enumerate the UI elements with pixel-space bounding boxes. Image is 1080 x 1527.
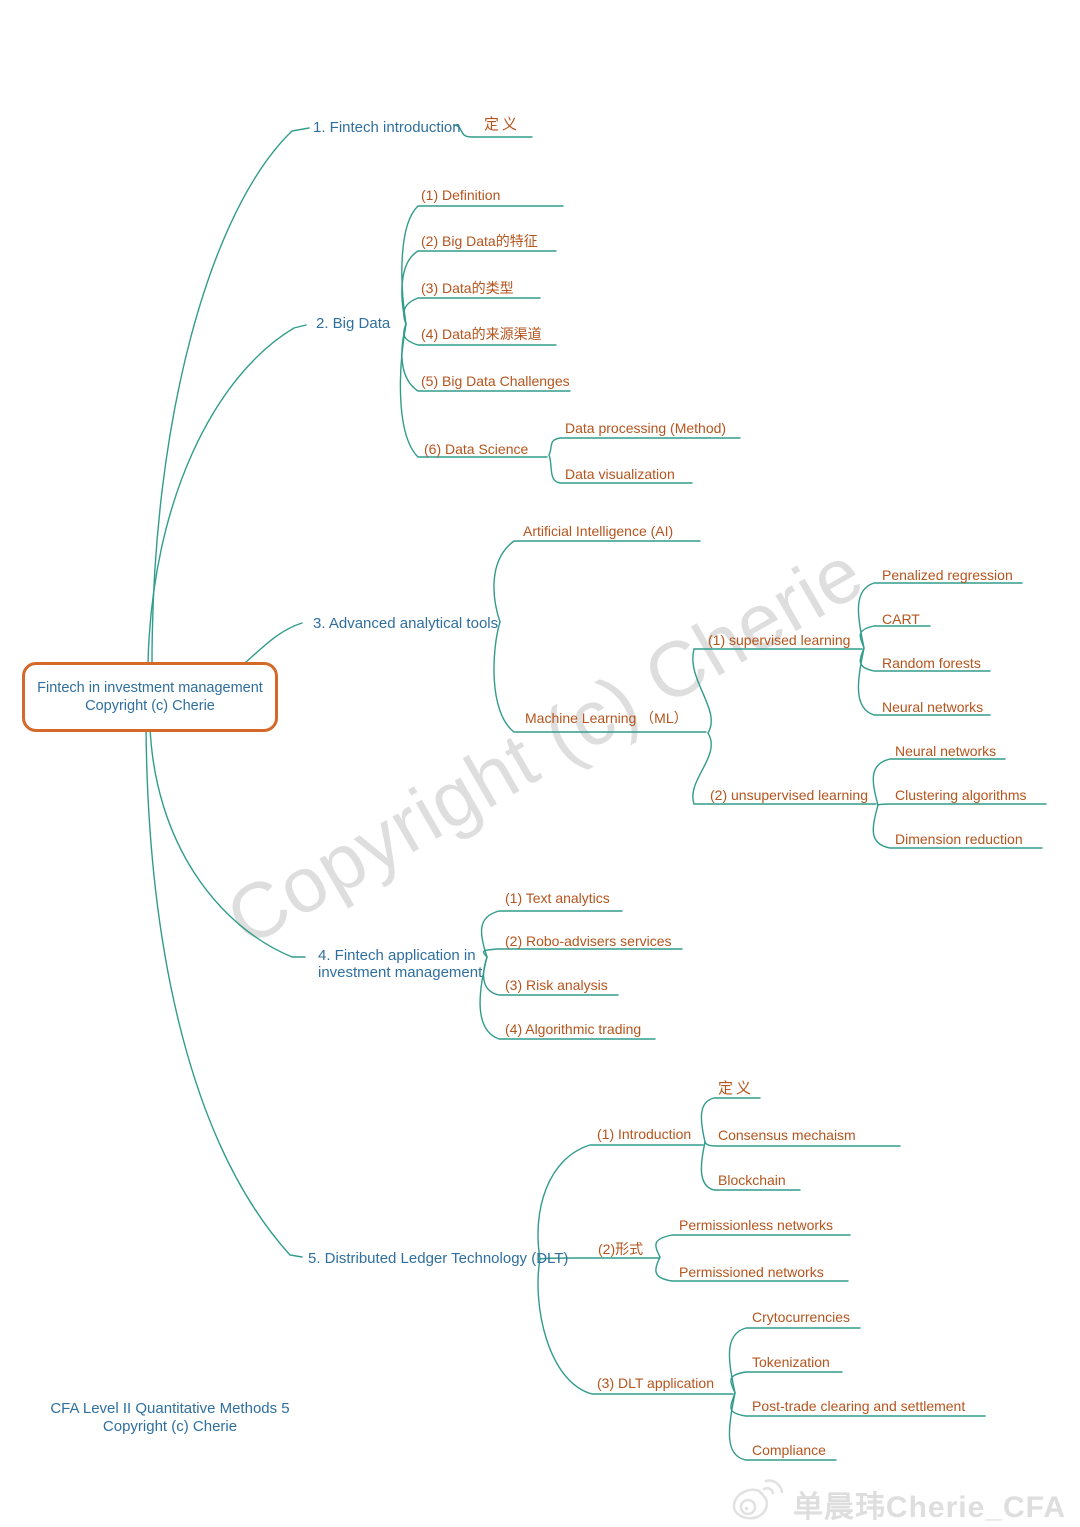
node-compliance[interactable]: Compliance bbox=[752, 1442, 826, 1458]
node-risk-analysis[interactable]: (3) Risk analysis bbox=[505, 977, 608, 993]
footer-line2: Copyright (c) Cherie bbox=[102, 1418, 238, 1435]
node-post-trade-clearing[interactable]: Post-trade clearing and settlement bbox=[752, 1398, 966, 1414]
node-data-science[interactable]: (6) Data Science bbox=[424, 441, 529, 457]
node-blockchain[interactable]: Blockchain bbox=[718, 1172, 786, 1188]
node-neural-networks-supervised[interactable]: Neural networks bbox=[882, 699, 984, 715]
node-data-types[interactable]: (3) Data的类型 bbox=[421, 280, 514, 296]
node-fintech-definition-cn[interactable]: 定义 bbox=[484, 116, 521, 133]
node-machine-learning[interactable]: Machine Learning （ML） bbox=[525, 710, 688, 726]
node-penalized-regression[interactable]: Penalized regression bbox=[882, 567, 1013, 583]
node-dlt[interactable]: 5. Distributed Ledger Technology (DLT) bbox=[308, 1250, 569, 1267]
node-big-data-challenges[interactable]: (5) Big Data Challenges bbox=[421, 373, 570, 389]
footer-line1: CFA Level II Quantitative Methods 5 bbox=[50, 1400, 290, 1417]
node-neural-networks-unsupervised[interactable]: Neural networks bbox=[895, 743, 997, 759]
node-robo-advisers[interactable]: (2) Robo-advisers services bbox=[505, 933, 672, 949]
node-data-visualization[interactable]: Data visualization bbox=[565, 466, 675, 482]
node-dlt-application[interactable]: (3) DLT application bbox=[597, 1375, 714, 1391]
node-consensus-mechaism[interactable]: Consensus mechaism bbox=[718, 1127, 856, 1143]
node-dlt-forms[interactable]: (2)形式 bbox=[598, 1241, 644, 1257]
node-fintech-application-line1: 4. Fintech application in bbox=[318, 947, 476, 964]
node-fintech-application[interactable]: 4. Fintech application in investment man… bbox=[318, 947, 508, 981]
node-supervised-learning[interactable]: (1) supervised learning bbox=[708, 632, 851, 648]
node-advanced-analytical-tools[interactable]: 3. Advanced analytical tools bbox=[313, 615, 499, 632]
node-unsupervised-learning[interactable]: (2) unsupervised learning bbox=[710, 787, 868, 803]
node-random-forests[interactable]: Random forests bbox=[882, 655, 981, 671]
weibo-watermark-text: 单晨玮Cherie_CFA bbox=[792, 1491, 1066, 1524]
node-permissionless-networks[interactable]: Permissionless networks bbox=[679, 1217, 834, 1233]
node-big-data-features[interactable]: (2) Big Data的特征 bbox=[421, 233, 538, 249]
weibo-icon bbox=[729, 1478, 785, 1527]
node-cart[interactable]: CART bbox=[882, 611, 920, 627]
node-fintech-introduction[interactable]: 1. Fintech introduction bbox=[313, 119, 461, 136]
footer-caption: CFA Level II Quantitative Methods 5 Copy… bbox=[35, 1400, 305, 1436]
node-algorithmic-trading[interactable]: (4) Algorithmic trading bbox=[505, 1021, 642, 1037]
node-crytocurrencies[interactable]: Crytocurrencies bbox=[752, 1309, 851, 1325]
root-title: Fintech in investment management bbox=[37, 680, 263, 696]
node-permissioned-networks[interactable]: Permissioned networks bbox=[679, 1264, 824, 1280]
node-text-analytics[interactable]: (1) Text analytics bbox=[505, 890, 610, 906]
root-node[interactable]: Fintech in investment management Copyrig… bbox=[22, 662, 278, 732]
node-fintech-application-line2: investment management bbox=[318, 964, 483, 981]
weibo-watermark: 单晨玮Cherie_CFA bbox=[729, 1478, 1066, 1527]
node-big-data[interactable]: 2. Big Data bbox=[316, 315, 391, 332]
node-data-processing[interactable]: Data processing (Method) bbox=[565, 420, 727, 436]
node-dlt-definition-cn[interactable]: 定义 bbox=[718, 1080, 755, 1097]
node-dlt-introduction[interactable]: (1) Introduction bbox=[597, 1126, 692, 1142]
node-clustering-algorithms[interactable]: Clustering algorithms bbox=[895, 787, 1027, 803]
node-artificial-intelligence[interactable]: Artificial Intelligence (AI) bbox=[523, 523, 674, 539]
root-subtitle: Copyright (c) Cherie bbox=[85, 698, 215, 714]
node-tokenization[interactable]: Tokenization bbox=[752, 1354, 830, 1370]
node-definition[interactable]: (1) Definition bbox=[421, 187, 501, 203]
node-dimension-reduction[interactable]: Dimension reduction bbox=[895, 831, 1023, 847]
node-data-sources[interactable]: (4) Data的来源渠道 bbox=[421, 326, 542, 342]
